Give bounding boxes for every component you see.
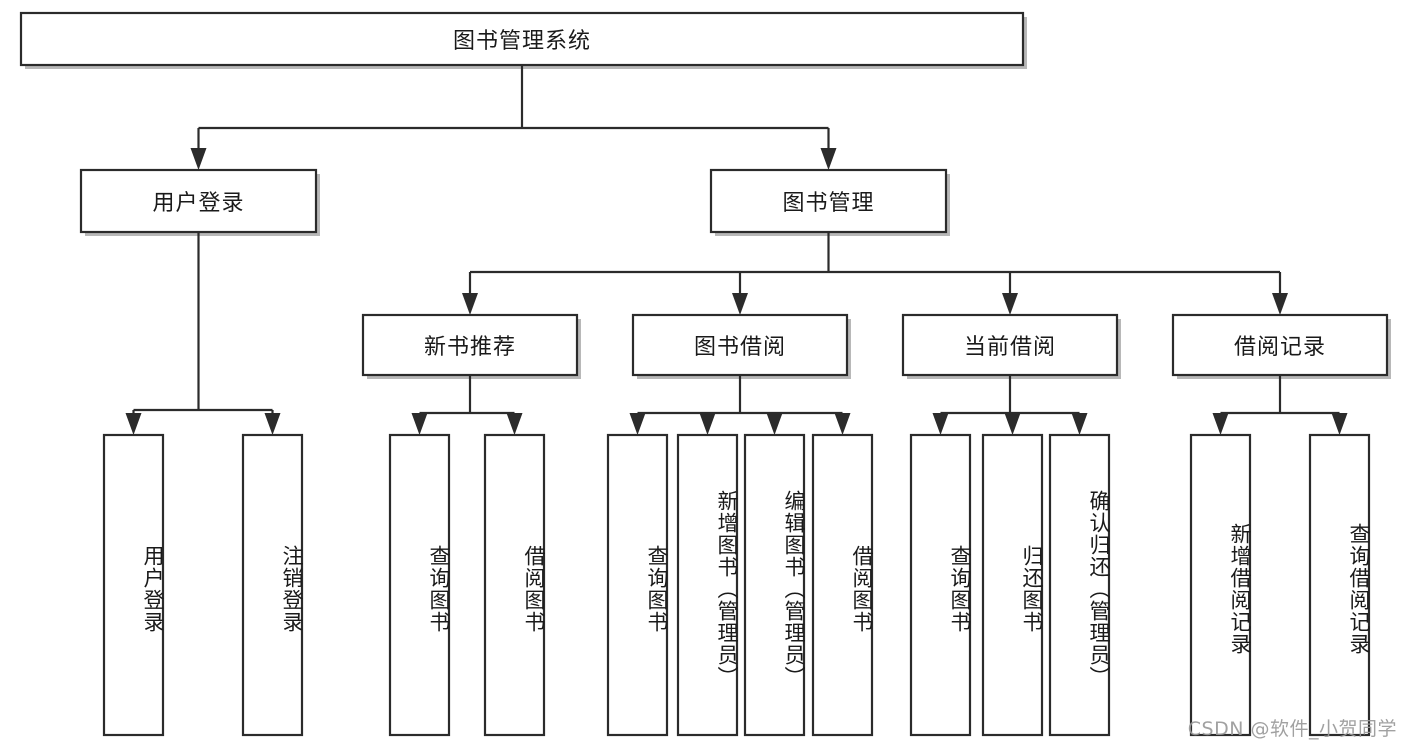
leaf-user-login-box[interactable] bbox=[102, 433, 165, 737]
arrow-head-icon bbox=[1004, 413, 1021, 435]
leaf-add-book-box[interactable] bbox=[676, 433, 739, 737]
arrow-head-icon bbox=[1071, 413, 1088, 435]
node-current-borrow-box[interactable] bbox=[901, 313, 1119, 377]
arrow-head-icon bbox=[1002, 293, 1018, 315]
node-box-layer bbox=[19, 11, 1389, 737]
leaf-borrow-book-1-box[interactable] bbox=[483, 433, 546, 737]
arrow-head-icon bbox=[629, 413, 646, 435]
leaf-add-record-box[interactable] bbox=[1189, 433, 1252, 737]
arrow-head-icon bbox=[932, 413, 949, 435]
arrow-head-icon bbox=[125, 413, 142, 435]
arrow-head-icon bbox=[1331, 413, 1348, 435]
node-user-login-box[interactable] bbox=[79, 168, 318, 234]
arrow-head-icon bbox=[506, 413, 523, 435]
arrow-head-icon bbox=[1272, 293, 1288, 315]
arrow-head-icon bbox=[264, 413, 281, 435]
leaf-edit-book-box[interactable] bbox=[743, 433, 806, 737]
arrow-head-icon bbox=[411, 413, 428, 435]
arrow-head-icon bbox=[462, 293, 478, 315]
leaf-confirm-return-box[interactable] bbox=[1048, 433, 1111, 737]
leaf-return-book-box[interactable] bbox=[981, 433, 1044, 737]
node-new-book-rec-box[interactable] bbox=[361, 313, 579, 377]
arrow-head-icon bbox=[1212, 413, 1229, 435]
connector-layer bbox=[125, 65, 1348, 435]
node-borrow-record-box[interactable] bbox=[1171, 313, 1389, 377]
leaf-logout-box[interactable] bbox=[241, 433, 304, 737]
leaf-query-book-3-box[interactable] bbox=[909, 433, 972, 737]
leaf-query-book-1-box[interactable] bbox=[388, 433, 451, 737]
node-root-box[interactable] bbox=[19, 11, 1025, 67]
arrow-head-icon bbox=[820, 148, 837, 170]
node-book-manage-box[interactable] bbox=[709, 168, 948, 234]
node-book-borrow-box[interactable] bbox=[631, 313, 849, 377]
arrow-head-icon bbox=[766, 413, 783, 435]
arrow-head-icon bbox=[732, 293, 748, 315]
arrow-head-icon bbox=[834, 413, 851, 435]
arrow-head-icon bbox=[190, 148, 207, 170]
leaf-query-record-box[interactable] bbox=[1308, 433, 1371, 737]
leaf-borrow-book-2-box[interactable] bbox=[811, 433, 874, 737]
arrow-head-icon bbox=[699, 413, 716, 435]
leaf-query-book-2-box[interactable] bbox=[606, 433, 669, 737]
